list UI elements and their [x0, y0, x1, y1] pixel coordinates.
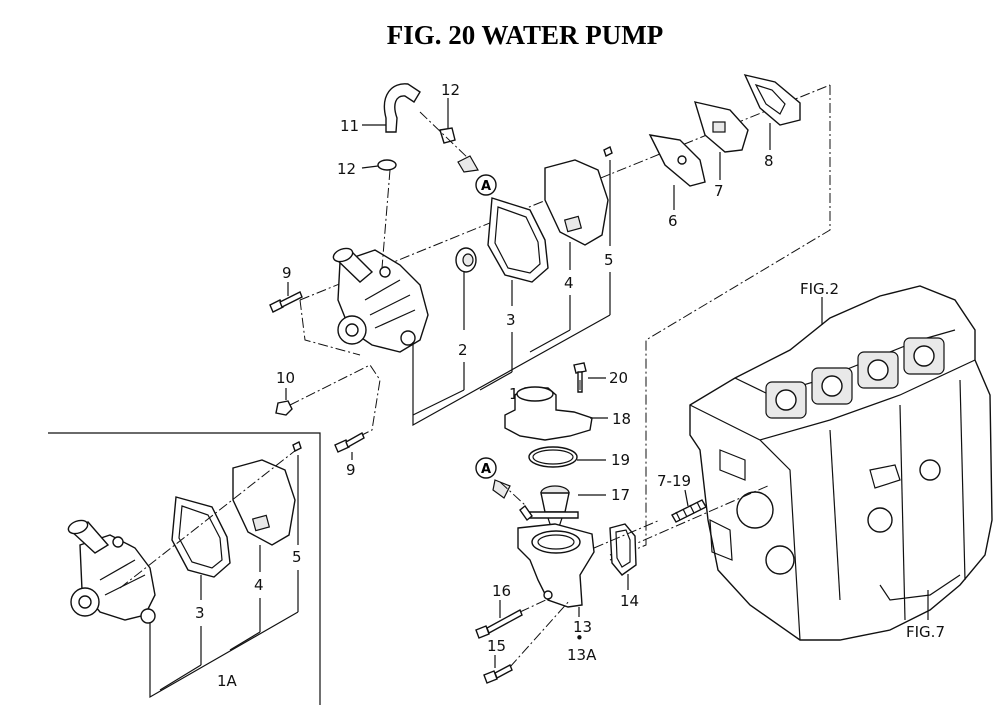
label-7: 7 — [714, 182, 724, 200]
bolt-9-top — [269, 291, 303, 313]
gasket-inset — [171, 496, 231, 578]
figure-title: FIG. 20 WATER PUMP — [387, 20, 664, 50]
label-20: 20 — [609, 369, 628, 387]
label-7-19: 7-19 — [657, 472, 691, 490]
thermostat-housing — [517, 504, 595, 608]
label-9-bottom: 9 — [346, 461, 356, 479]
label-1a: 1A — [217, 672, 238, 690]
seal-ring — [455, 247, 477, 273]
cover-plate-main — [544, 159, 609, 246]
svg-text:A: A — [481, 179, 491, 194]
label-13: 13 — [573, 618, 592, 636]
bolt-20 — [573, 362, 587, 393]
bypass-hose — [383, 83, 421, 133]
water-pump-inset — [67, 519, 156, 624]
label-14: 14 — [620, 592, 639, 610]
label-12-top: 12 — [441, 81, 460, 99]
svg-text:A: A — [481, 462, 491, 477]
label-3-inset: 3 — [195, 604, 205, 622]
gasket-14 — [609, 523, 637, 576]
label-4-main: 4 — [564, 274, 574, 292]
fig2-reference: FIG.2 — [800, 280, 839, 298]
label-13-dot: • — [575, 629, 584, 647]
plate-7 — [693, 101, 749, 153]
nut-10 — [275, 400, 293, 416]
label-12-left: 12 — [337, 160, 356, 178]
engine-block-drawing — [689, 285, 993, 641]
callout-a-bottom: A — [475, 457, 497, 479]
label-19: 19 — [611, 451, 630, 469]
label-1: 1 — [509, 385, 519, 403]
gasket-8 — [743, 73, 801, 126]
fig7-reference: FIG.7 — [906, 623, 945, 641]
label-8: 8 — [764, 152, 774, 170]
label-5-inset: 5 — [292, 548, 302, 566]
label-17: 17 — [611, 486, 630, 504]
label-3-main: 3 — [506, 311, 516, 329]
label-10: 10 — [276, 369, 295, 387]
label-9-top: 9 — [282, 264, 292, 282]
gasket-6 — [648, 134, 706, 187]
callout-a-top: A — [475, 174, 497, 196]
thermostat — [529, 485, 579, 531]
label-6: 6 — [668, 212, 678, 230]
bolt-16 — [475, 609, 523, 639]
hose-clip-top — [439, 127, 456, 144]
label-15: 15 — [487, 637, 506, 655]
label-13a: 13A — [567, 646, 597, 664]
bolt-9-bottom — [334, 431, 365, 453]
stud-part — [671, 499, 707, 523]
label-2: 2 — [458, 341, 468, 359]
inset-frame — [48, 432, 321, 705]
bolt-15 — [483, 664, 513, 684]
label-18: 18 — [612, 410, 631, 428]
label-4-inset: 4 — [254, 576, 264, 594]
water-pump-body — [332, 247, 429, 353]
cover-plate-inset — [232, 459, 296, 546]
label-16: 16 — [492, 582, 511, 600]
thermostat-cover — [504, 386, 593, 441]
label-5-main: 5 — [604, 251, 614, 269]
gasket-main — [487, 197, 549, 283]
label-11: 11 — [340, 117, 359, 135]
o-ring — [528, 446, 578, 468]
hose-clip-left — [377, 159, 397, 171]
